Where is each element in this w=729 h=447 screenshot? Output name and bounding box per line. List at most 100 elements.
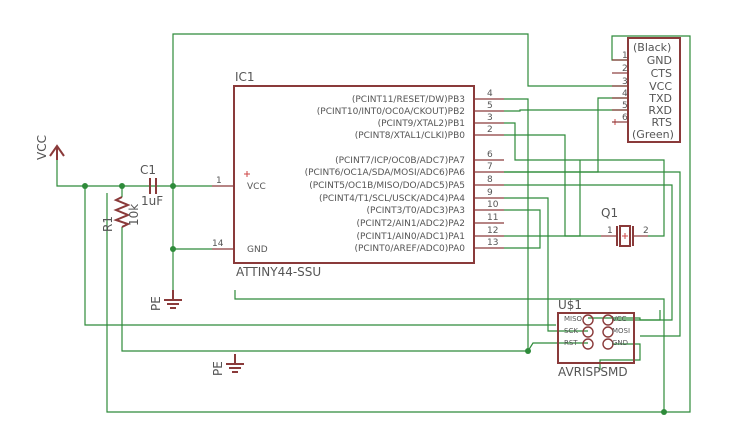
ic1-pin-label: (PCINT5/OC1B/MISO/DO/ADC5)PA5 <box>309 181 465 191</box>
ic1-pin-number: 10 <box>487 200 499 210</box>
q1-pin2-num: 2 <box>643 226 649 236</box>
ftdi-pin-label: VCC <box>649 80 672 93</box>
ground-symbol: PE <box>211 354 244 376</box>
ftdi-pin-number: 3 <box>622 77 628 87</box>
ftdi-pin-label: RXD <box>648 104 672 117</box>
isp-value: AVRISPSMD <box>558 365 628 379</box>
isp-pad <box>582 314 594 326</box>
isp-pad <box>582 326 594 338</box>
isp-body <box>557 312 635 364</box>
ground-symbol: PE <box>149 290 182 311</box>
ftdi-pin-label: CTS <box>651 67 672 80</box>
isp-pin-label: MOSI <box>612 327 630 335</box>
ic1-pin-label: (PCINT2/AIN1/ADC2)PA2 <box>356 219 465 229</box>
junction-dot <box>119 183 125 189</box>
junction-dot <box>525 348 531 354</box>
isp-pad <box>602 314 614 326</box>
ic1-vcc-label: VCC <box>247 182 266 192</box>
c1-value: 1uF <box>141 194 163 208</box>
ic1-value: ATTINY44-SSU <box>236 265 321 279</box>
isp-name: U$1 <box>558 298 582 312</box>
ftdi-pin-label: TXD <box>648 92 672 105</box>
wire-pa1 <box>504 160 581 237</box>
ic1-pin-number: 13 <box>487 238 498 248</box>
isp-pad <box>582 338 594 350</box>
isp-header: U$1 AVRISPSMD MISO SCK RST VCC MOSI GND <box>557 298 635 379</box>
isp-pin-label: MISO <box>564 315 583 323</box>
ic1-right-pins: (PCINT11/RESET/DW)PB3 4 (PCINT10/INT0/OC0A… <box>305 89 504 254</box>
wire-pa5-miso <box>504 184 673 321</box>
ic1-pin-label: (PCINT3/T0/ADC3)PA3 <box>367 206 465 216</box>
ic1-component: IC1 ATTINY44-SSU 1 14 VCC GND (PCINT11/R… <box>212 70 504 279</box>
isp-pin-label: VCC <box>612 315 627 323</box>
ic1-pin-vcc-num: 1 <box>216 176 222 186</box>
r1-name: R1 <box>101 216 115 232</box>
isp-pin-label: GND <box>612 339 628 347</box>
ic1-pin-number: 11 <box>487 213 498 223</box>
ic1-pin-gnd-num: 14 <box>212 239 224 249</box>
pe-label: PE <box>149 296 163 311</box>
wire-pb2-rxd <box>504 109 628 112</box>
junction-dot <box>661 409 667 415</box>
isp-pad <box>602 338 614 350</box>
wire-rst-isp <box>527 342 588 352</box>
wire-r1-bottom <box>121 227 528 352</box>
ic1-pin-number: 6 <box>487 150 493 160</box>
ic1-pin-label: (PCINT1/AIN0/ADC1)PA1 <box>356 232 465 242</box>
ftdi-pin-number: 2 <box>622 64 628 74</box>
ic1-pin-number: 7 <box>487 162 493 172</box>
ic1-pin-label: (PCINT4/T1/SCL/USCK/ADC4)PA4 <box>319 194 465 204</box>
junctions <box>82 183 667 415</box>
wire-vcc-rail <box>56 151 212 187</box>
r1-value: 10k <box>127 204 141 226</box>
ic1-pin-label: (PCINT8/XTAL1/CLKI)PB0 <box>355 131 466 141</box>
wire-vcc-top-to-ftdi <box>172 33 628 186</box>
capacitor-c1: C1 1uF <box>140 163 163 208</box>
ic1-name: IC1 <box>235 70 255 84</box>
vcc-symbol: VCC <box>35 135 65 160</box>
wire-bottom-loop <box>106 193 665 413</box>
ftdi-pin-number: 4 <box>622 89 628 99</box>
ic1-pin-label: (PCINT9/XTAL2)PB1 <box>378 119 465 129</box>
pe-label: PE <box>211 361 225 376</box>
ic1-pin-number: 5 <box>487 101 493 111</box>
ic1-pin-number: 4 <box>487 89 493 99</box>
q1-name: Q1 <box>601 206 618 220</box>
ic1-pin-number: 8 <box>487 175 493 185</box>
ftdi-pin-label: RTS <box>651 116 672 129</box>
ic1-pin-label: (PCINT0/AREF/ADC0)PA0 <box>354 244 465 254</box>
c1-name: C1 <box>140 163 156 177</box>
junction-dot <box>82 183 88 189</box>
ftdi-pin-number: 5 <box>622 101 628 111</box>
ic1-pin-number: 9 <box>487 188 493 198</box>
isp-pin-label: SCK <box>564 327 578 335</box>
junction-dot <box>170 183 176 189</box>
isp-pins: MISO SCK RST VCC MOSI GND <box>564 314 630 350</box>
ic1-pin-number: 12 <box>487 226 498 236</box>
ftdi-pin-label: GND <box>647 54 672 67</box>
ic1-pin-label: (PCINT11/RESET/DW)PB3 <box>352 95 465 105</box>
crystal-q1: Q1 1 2 <box>601 206 649 247</box>
ic1-pin-label: (PCINT10/INT0/OC0A/CKOUT)PB2 <box>317 107 465 117</box>
ftdi-pin-number: 6 <box>622 113 628 123</box>
wire-pa6-mosi <box>504 171 681 337</box>
q1-pin1-num: 1 <box>607 226 613 236</box>
isp-pad <box>602 326 614 338</box>
isp-pin-label: RST <box>564 339 578 347</box>
junction-dot <box>170 246 176 252</box>
ftdi-top-label: (Black) <box>633 41 671 54</box>
ic1-gnd-label: GND <box>247 245 268 255</box>
ic1-pin-label: (PCINT6/OC1A/SDA/MOSI/ADC6)PA6 <box>305 168 466 178</box>
wire-pa4-sck <box>504 197 588 332</box>
wire-pa3 <box>504 209 541 249</box>
ic1-pin-number: 2 <box>487 125 493 135</box>
wire-left-loop <box>84 186 556 326</box>
resistor-r1: R1 10k <box>101 196 141 232</box>
ic1-pin-number: 3 <box>487 113 493 123</box>
wire-pb1-q1 <box>504 122 665 237</box>
ic1-body <box>233 85 475 264</box>
wire-reset <box>504 98 529 351</box>
